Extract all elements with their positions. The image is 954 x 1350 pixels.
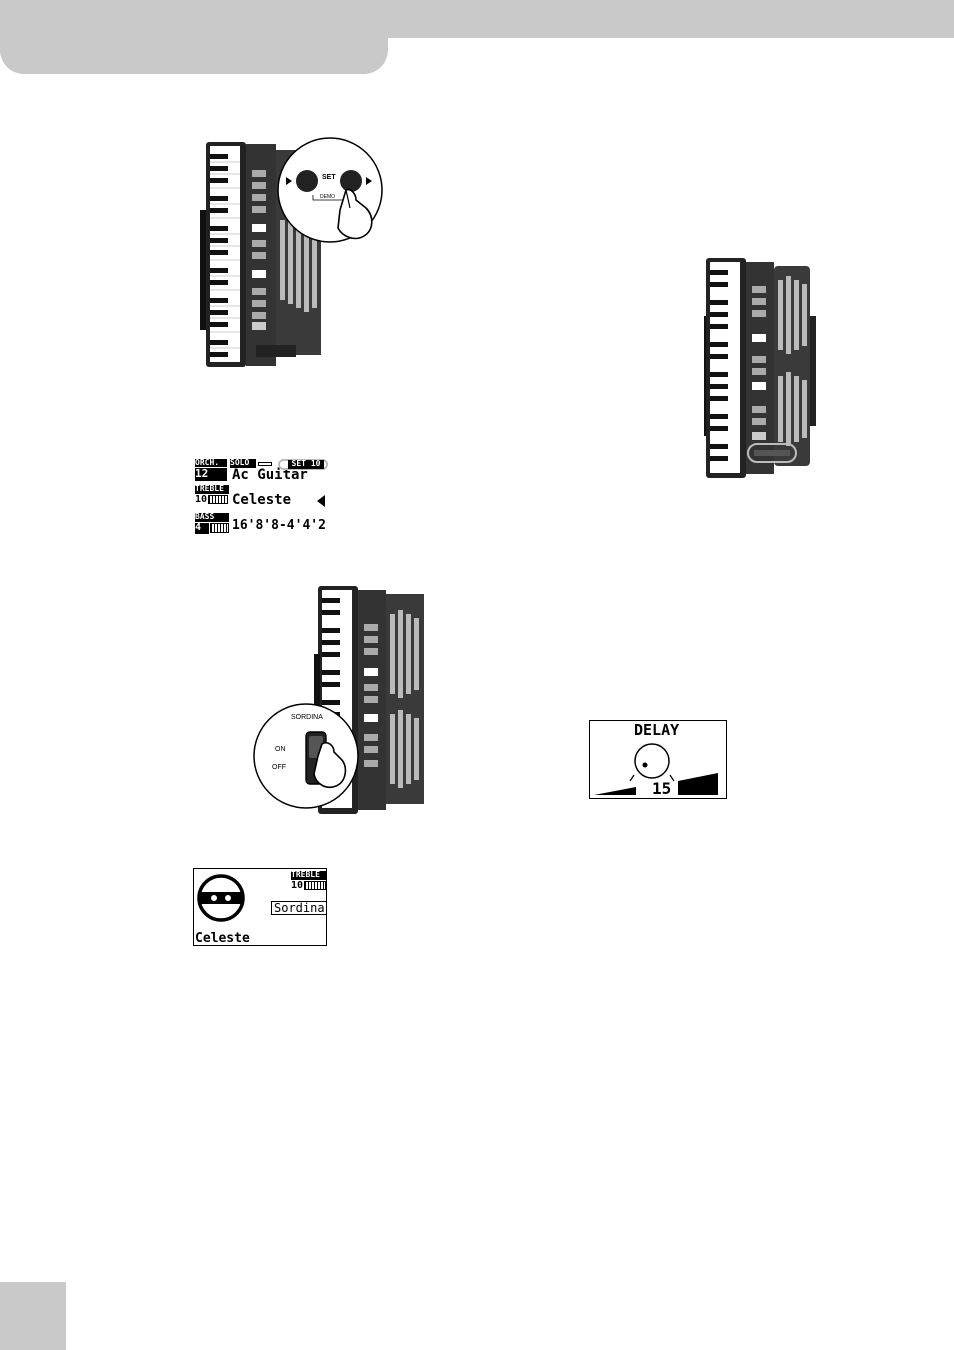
header-chapter-tab — [0, 0, 388, 74]
delay-value: 15 — [652, 781, 671, 797]
off-label: OFF — [272, 764, 286, 771]
treble-number: 10 — [291, 881, 303, 891]
lcd-display-set: ORCH. 12 SOLO Ac Guitar SET 10 TREBLE 10… — [194, 457, 328, 535]
accordion-figure-sordina: SORDINA ON OFF — [250, 584, 428, 816]
cursor-left-icon — [317, 495, 325, 507]
bass-value: 16'8'8-4'4'2' — [232, 519, 328, 532]
sordina-value: Sordina — [271, 901, 327, 915]
treble-label: TREBLE — [291, 871, 326, 880]
page-number-tab — [0, 1282, 66, 1350]
solo-bar — [258, 462, 272, 466]
accordion-illustration-2 — [704, 256, 824, 481]
treble-number: 10 — [195, 495, 207, 505]
demo-label: DEMO — [320, 194, 335, 200]
orch-number: 12 — [195, 468, 227, 481]
delay-title: DELAY — [634, 723, 679, 738]
accordion-figure-set-buttons: SET DEMO — [196, 130, 396, 375]
solo-value: Ac Guitar — [232, 468, 308, 482]
orch-label: ORCH. — [195, 459, 227, 467]
accordion-illustration-3 — [250, 584, 428, 816]
treble-keyboard-icon — [304, 881, 326, 890]
accordion-figure-bass-highlight — [704, 256, 824, 481]
bass-buttons-icon — [210, 523, 229, 533]
lcd-display-sordina: TREBLE 10 Sordina Celeste — [193, 868, 327, 946]
treble-label: TREBLE — [195, 485, 229, 494]
set-badge: SET 10 — [288, 460, 324, 469]
accordion-illustration — [196, 130, 396, 375]
treble-value: Celeste — [232, 493, 291, 507]
on-label: ON — [275, 746, 286, 753]
celeste-value: Celeste — [195, 932, 250, 945]
lcd-display-delay: DELAY 15 — [589, 720, 727, 799]
sordina-label: SORDINA — [291, 714, 323, 721]
treble-keyboard-icon — [208, 495, 228, 504]
set-label: SET — [322, 174, 336, 181]
bass-label: BASS — [195, 513, 229, 522]
sordina-mute-icon — [195, 872, 247, 924]
bass-number: 4 — [195, 523, 209, 534]
